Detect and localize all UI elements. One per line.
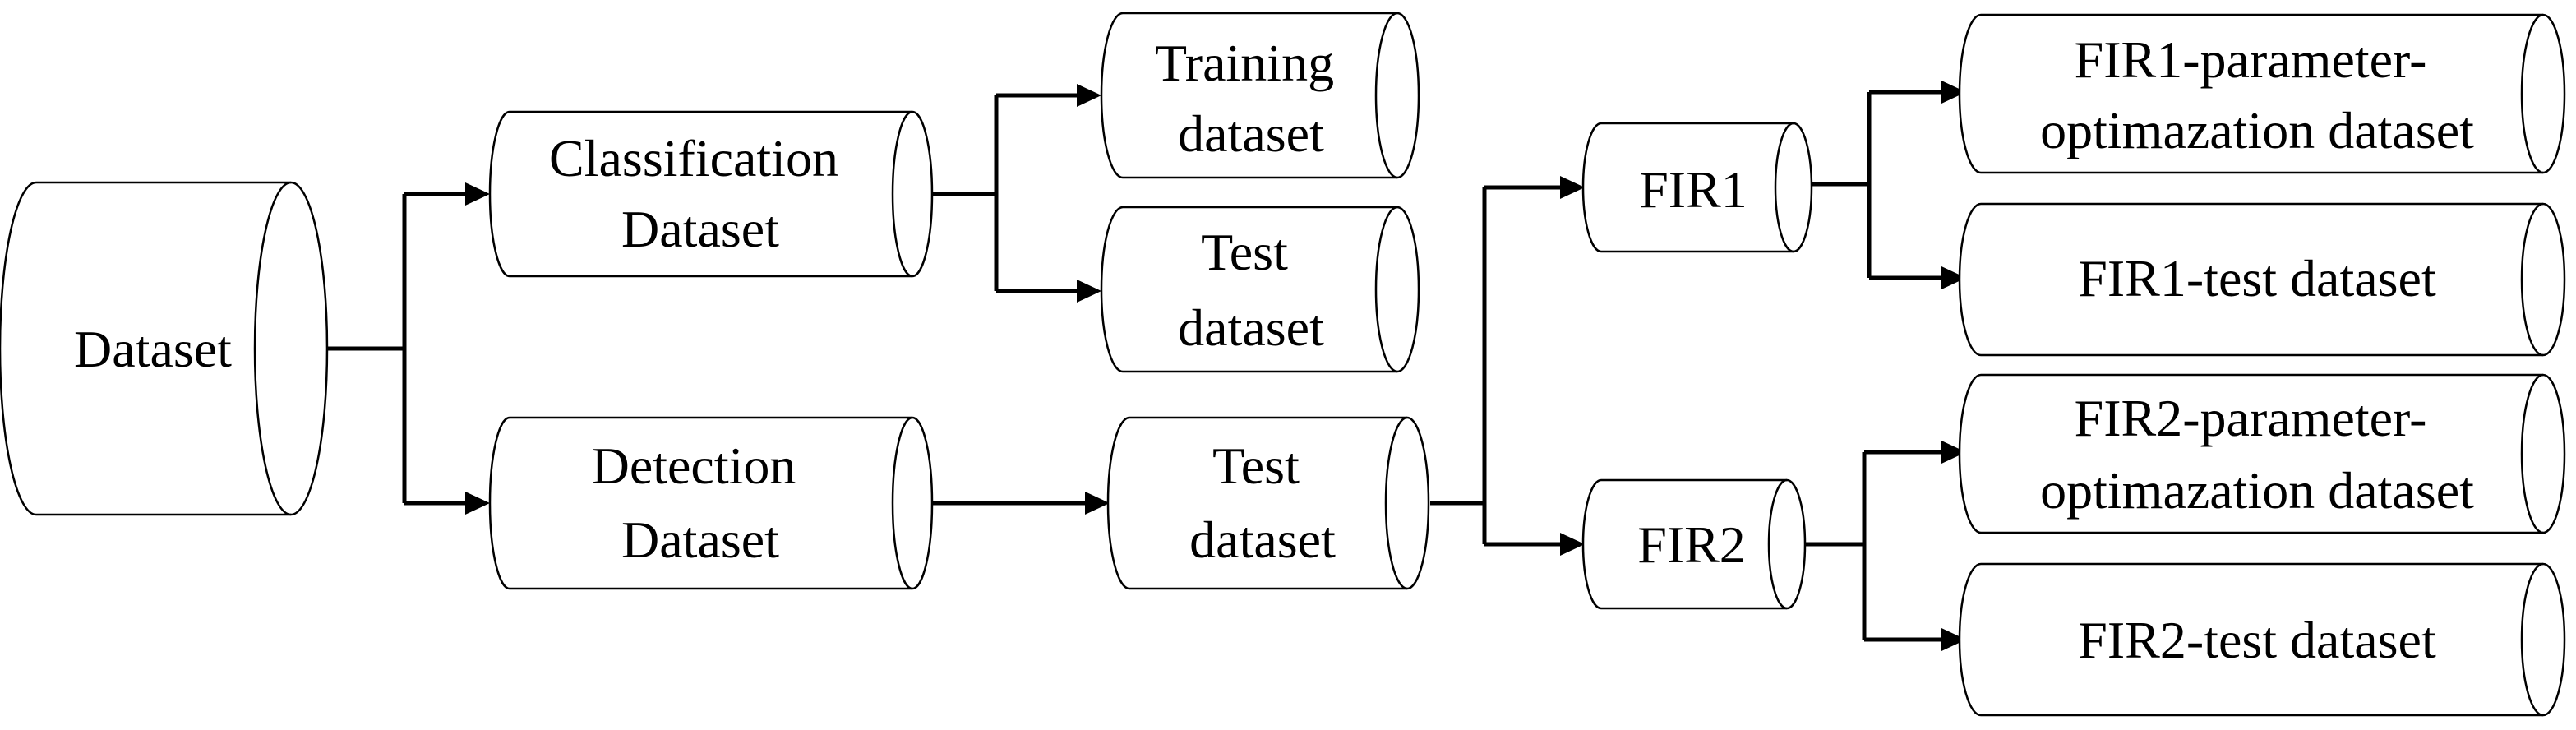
node-label-line: dataset: [1178, 104, 1324, 163]
arrow-to-test-cls: [1077, 280, 1101, 303]
node-label-line: Test: [1212, 437, 1300, 495]
arrow-to-fir1-param: [1941, 81, 1966, 104]
node-label-line: FIR1: [1639, 160, 1747, 219]
node-test-dataset-classification: Test dataset: [1100, 206, 1420, 373]
arrow-to-fir1: [1560, 176, 1585, 199]
node-label: Test dataset: [1189, 437, 1336, 569]
node-label-line: dataset: [1189, 511, 1336, 569]
node-training-dataset: Training dataset: [1100, 12, 1420, 179]
node-fir2-parameter-optimazation-dataset: FIR2-parameter- optimazation dataset: [1958, 373, 2566, 534]
node-label: FIR1-test dataset: [2078, 249, 2436, 307]
arrow-to-training: [1077, 84, 1101, 107]
node-label-line: dataset: [1178, 298, 1324, 357]
node-label: Training dataset: [1155, 34, 1347, 163]
arrow-to-fir2-param: [1941, 441, 1966, 464]
node-label-line: Dataset: [621, 200, 779, 258]
node-classification-dataset: Classification Dataset: [488, 110, 934, 278]
node-label: FIR2: [1637, 515, 1746, 574]
node-label-line: Dataset: [621, 511, 779, 569]
connector-dataset-branch: [327, 194, 407, 503]
node-label-line: Detection: [592, 437, 796, 495]
node-label: Dataset: [74, 320, 232, 378]
node-label-line: Classification: [549, 129, 838, 187]
node-label: FIR2-parameter- optimazation dataset: [2040, 389, 2474, 520]
node-label-line: optimazation dataset: [2040, 101, 2474, 159]
node-label: FIR1-parameter- optimazation dataset: [2040, 30, 2474, 159]
node-fir1-test-dataset: FIR1-test dataset: [1958, 202, 2566, 357]
connector-classification-branch: [932, 95, 999, 291]
connector-test-det-branch: [1430, 187, 1487, 544]
node-fir1: FIR1: [1581, 122, 1813, 253]
node-fir1-parameter-optimazation-dataset: FIR1-parameter- optimazation dataset: [1958, 13, 2566, 174]
arrow-to-classification: [465, 182, 490, 206]
arrow-to-detection: [465, 492, 490, 515]
arrow-to-test-det: [1085, 492, 1110, 515]
node-label: Test dataset: [1178, 223, 1324, 357]
node-label-line: Test: [1201, 223, 1288, 281]
node-label-line: Training: [1155, 34, 1334, 92]
arrow-to-fir2-test: [1941, 628, 1966, 651]
node-label-line: FIR1-parameter-: [2075, 30, 2427, 89]
arrow-to-fir2: [1560, 533, 1585, 556]
node-label: Classification Dataset: [549, 129, 852, 258]
node-label-line: FIR1-test dataset: [2078, 249, 2436, 307]
node-label: Detection Dataset: [592, 437, 810, 569]
node-label-line: FIR2-parameter-: [2075, 389, 2427, 447]
node-dataset: Dataset: [0, 181, 329, 516]
node-detection-dataset: Detection Dataset: [488, 416, 934, 590]
arrow-to-fir1-test: [1941, 266, 1966, 289]
node-fir2-test-dataset: FIR2-test dataset: [1958, 562, 2566, 717]
connector-fir1-branch: [1812, 92, 1872, 278]
connectors: [327, 81, 1966, 651]
node-label-line: FIR2-test dataset: [2078, 611, 2436, 669]
node-label: FIR1: [1639, 160, 1747, 219]
node-test-dataset-detection: Test dataset: [1106, 416, 1430, 590]
node-label-line: optimazation dataset: [2040, 461, 2474, 520]
node-label-line: Dataset: [74, 320, 232, 378]
connector-fir2-branch: [1805, 452, 1867, 640]
node-label-line: FIR2: [1637, 515, 1746, 574]
node-label: FIR2-test dataset: [2078, 611, 2436, 669]
node-fir2: FIR2: [1581, 478, 1807, 610]
